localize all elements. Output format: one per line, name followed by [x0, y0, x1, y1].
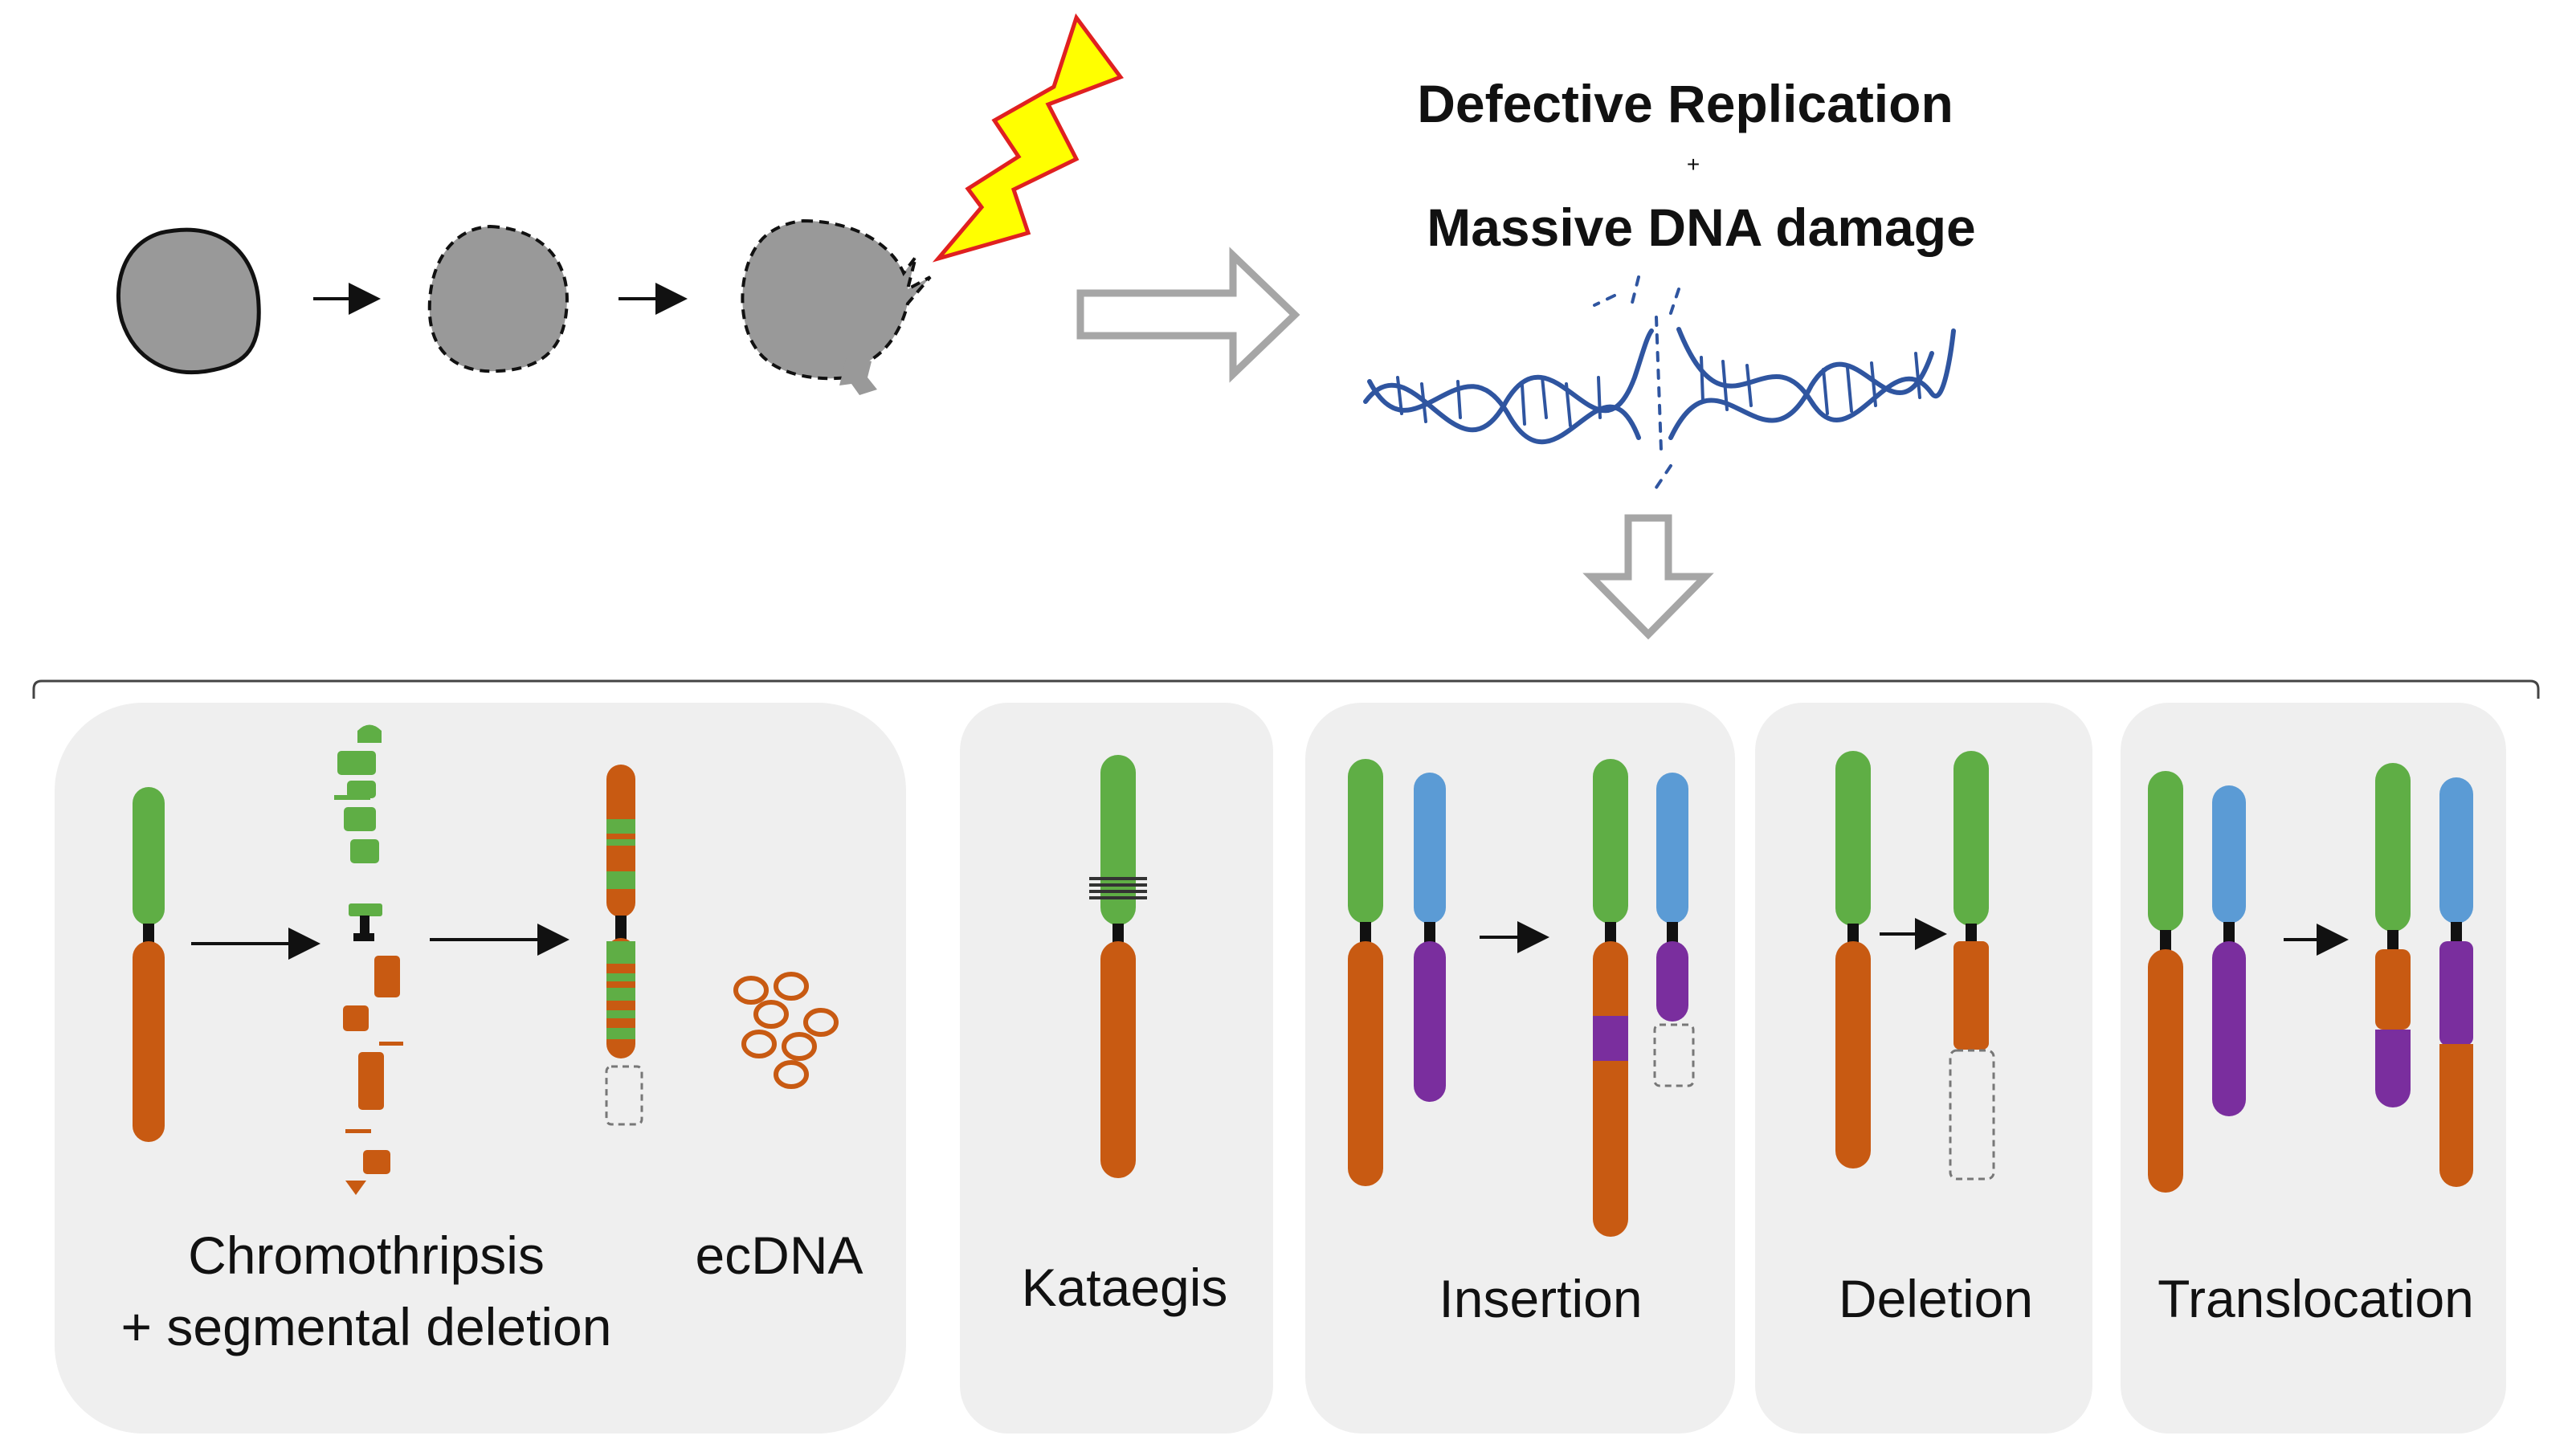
- insertion-diagram: [1348, 759, 1695, 1237]
- section-divider: [32, 679, 2540, 699]
- panel-chromothripsis: [55, 703, 906, 1434]
- mutation-cluster-marks: [1089, 877, 1147, 899]
- centromere: [143, 924, 154, 944]
- rupturing-cell: [741, 218, 932, 395]
- label-ecdna: ecDNA: [695, 1226, 863, 1285]
- lightning-bolt-icon: [932, 13, 1124, 263]
- header-plus: +: [1687, 152, 1700, 177]
- deletion-diagram: [1835, 751, 1995, 1181]
- kataegis-diagram: [1089, 755, 1147, 1178]
- weakened-cell: [427, 224, 569, 373]
- label-translocation: Translocation: [2158, 1269, 2474, 1328]
- reassembled-chromosome: [605, 765, 643, 1126]
- debris-fragment: [839, 353, 877, 395]
- chromothripsis-diagram: [133, 724, 839, 1195]
- header-line2: Massive DNA damage: [1427, 198, 1976, 257]
- intact-cell: [116, 227, 261, 375]
- deleted-region-outline: [1949, 1049, 1995, 1181]
- label-insertion: Insertion: [1439, 1269, 1642, 1328]
- ecdna-circles: [733, 972, 839, 1089]
- dna-helix-broken: [1363, 275, 1956, 491]
- chromosome-arm-orange: [133, 941, 165, 1142]
- hollow-right-arrow: [1076, 247, 1300, 383]
- label-deletion: Deletion: [1839, 1269, 2033, 1328]
- hollow-down-arrow: [1582, 514, 1714, 640]
- chromosome-arm-green: [133, 787, 165, 925]
- deleted-segment-outline: [605, 1065, 643, 1126]
- lost-segment-outline: [1653, 1023, 1695, 1087]
- inserted-segment: [1593, 1016, 1628, 1061]
- label-segmental-deletion: + segmental deletion: [121, 1297, 612, 1356]
- shattered-fragments: [334, 724, 403, 1195]
- label-chromothripsis: Chromothripsis: [188, 1226, 545, 1285]
- break-marks: [1593, 275, 1680, 491]
- header-line1: Defective Replication: [1417, 74, 1953, 133]
- cell-progression: [116, 13, 1124, 395]
- label-kataegis: Kataegis: [1022, 1258, 1228, 1317]
- translocation-diagram: [2148, 763, 2473, 1193]
